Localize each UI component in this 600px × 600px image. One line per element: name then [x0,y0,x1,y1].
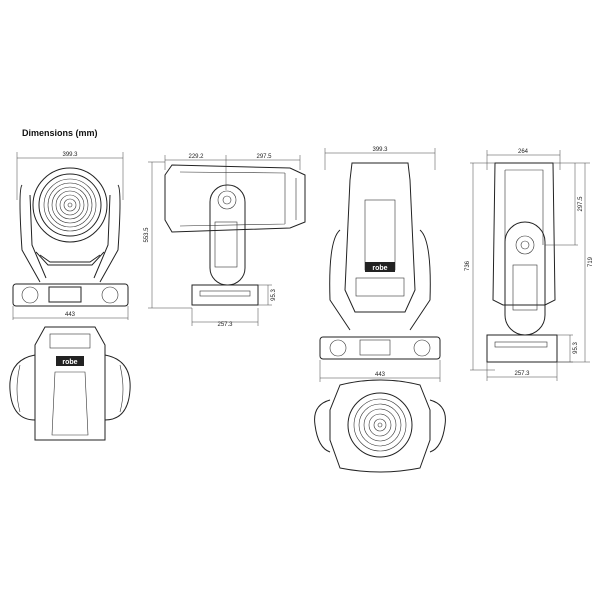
base-outline [191,284,259,306]
base-outline [486,334,558,363]
page-title: Dimensions (mm) [22,128,98,138]
rear-width-label: 399.3 [372,147,388,153]
svg-text:robe: robe [372,265,387,272]
head-outline [34,326,106,441]
tilted-height-label: 719 [588,256,594,267]
rear-view: 399.3 robe 443 [319,147,441,382]
side-head-rear-label: 297.5 [256,154,272,160]
side-base-depth-label: 257.3 [217,322,233,328]
yoke-outer [329,229,431,331]
base-outline [319,336,441,360]
side-height-label: 553.5 [144,227,150,243]
front-view: 399.3 443 [12,152,129,320]
tilted-total-height-label: 736 [465,260,471,271]
brand-logo [56,356,84,366]
tilted-rear-length-label: 297.5 [578,196,584,212]
svg-text:robe: robe [62,359,77,366]
fresnel-lens-icon [43,178,97,232]
top-view: robe [9,326,131,441]
head-outline [32,167,108,243]
tilted-base-depth-label: 257.3 [514,371,530,377]
tilted-base-height-label: 95.3 [573,342,579,354]
front-base-width-label: 443 [65,312,76,318]
head-outline [344,162,416,313]
yoke-outer [19,184,121,283]
head-outline [329,379,431,473]
base-outline [12,283,129,307]
tilted-width-label: 264 [518,149,529,155]
head-outline [492,162,556,306]
brand-logo [365,262,395,272]
dimension-line [16,152,124,200]
yoke-arm [504,221,546,336]
side-tilted-view: 264 736 719 297.5 95.3 257.3 [465,149,594,381]
rear-base-width-label: 443 [375,372,386,378]
head-outline [164,164,306,233]
front-width-label: 399.3 [62,152,78,158]
bottom-view [314,379,446,473]
side-head-front-label: 229.2 [188,154,204,160]
fresnel-lens-icon [353,398,407,452]
side-base-height-label: 95.3 [271,289,277,301]
side-view: 229.2 297.5 553.5 95.3 257.3 [144,154,306,328]
